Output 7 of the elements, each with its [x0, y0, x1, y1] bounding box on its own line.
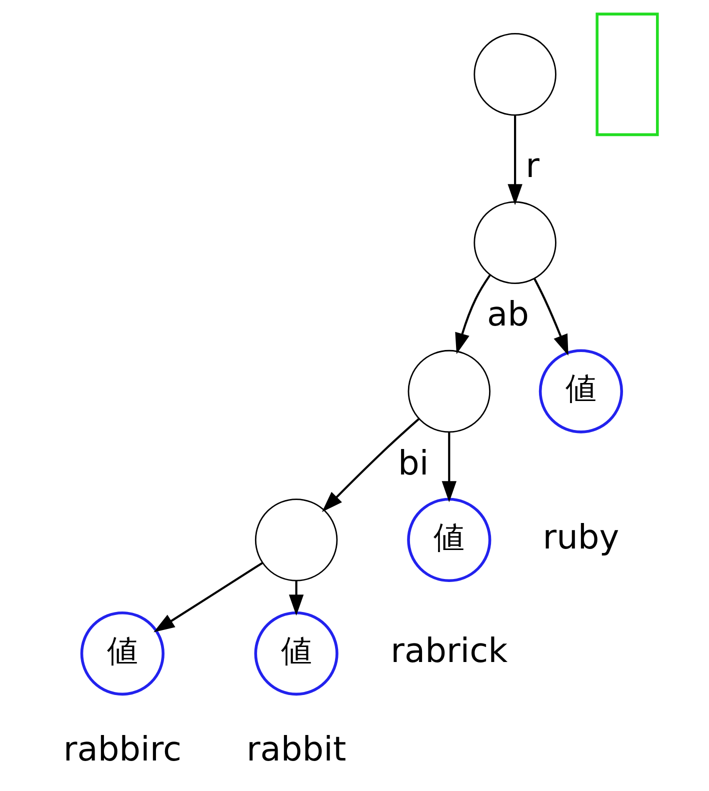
node-label: rabbit — [246, 729, 346, 768]
node-label: ruby — [542, 518, 620, 557]
node-label: rabbirc — [63, 729, 182, 768]
edge-label: ab — [487, 294, 530, 334]
edge-label: r — [526, 146, 540, 186]
node-label: rabrick — [390, 631, 508, 670]
edge-label: bi — [398, 443, 429, 482]
